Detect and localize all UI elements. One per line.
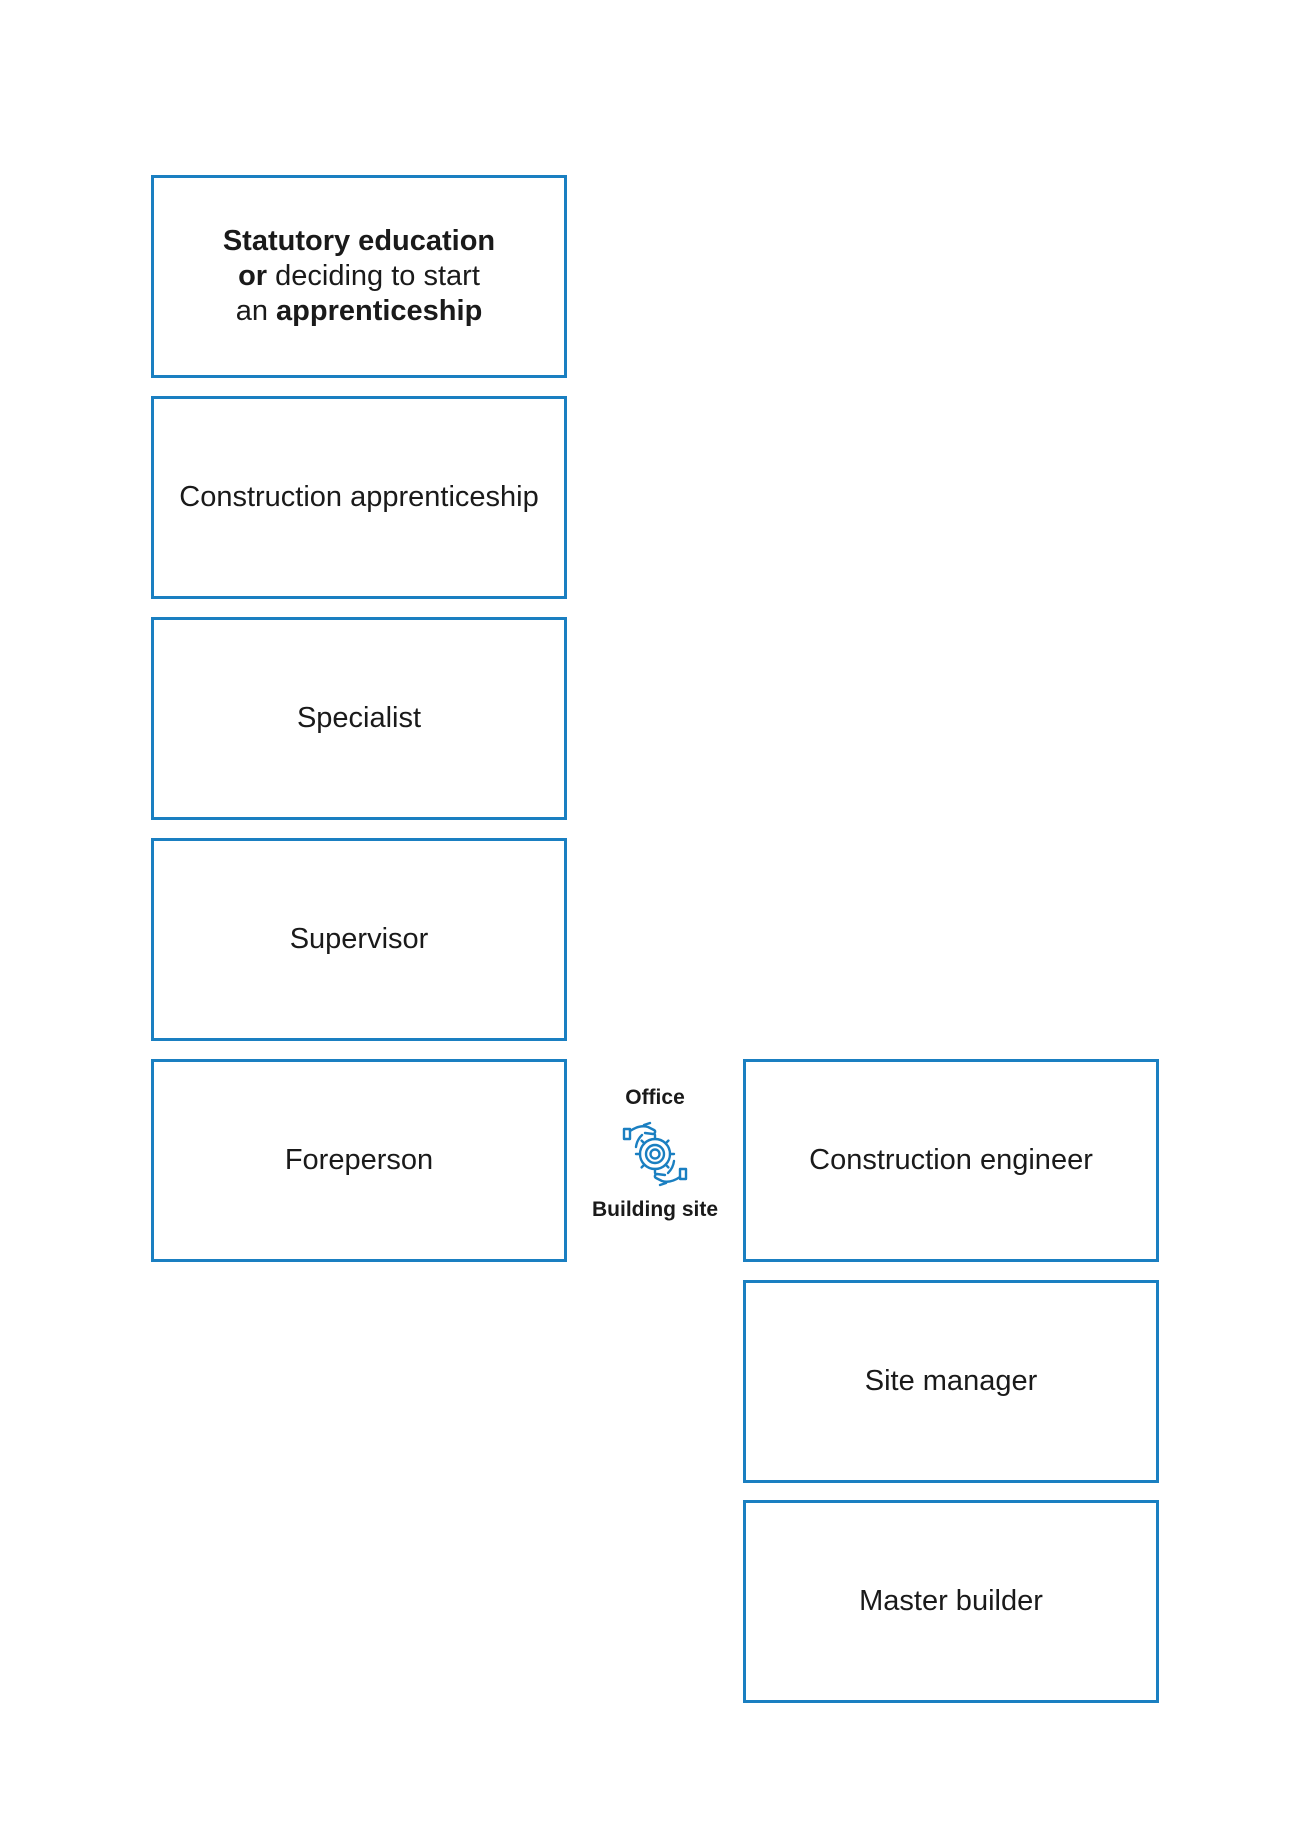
step-master-builder: Master builder (743, 1500, 1159, 1703)
start-line1: Statutory education (222, 225, 496, 257)
start-line3-bold: apprenticeship (276, 295, 483, 327)
step-label: Specialist (296, 702, 422, 734)
start-box-text: Statutory education or deciding to start… (215, 224, 503, 329)
office-label: Office (625, 1086, 685, 1109)
office-site-switch: Office Building site (580, 1085, 730, 1223)
step-label: Construction apprenticeship (179, 481, 539, 513)
step-specialist: Specialist (151, 617, 567, 820)
step-label: Construction engineer (809, 1144, 1093, 1176)
step-label: Master builder (859, 1585, 1043, 1617)
step-supervisor: Supervisor (151, 838, 567, 1041)
hands-gear-exchange-icon (622, 1121, 688, 1187)
step-construction-apprenticeship: Construction apprenticeship (151, 396, 567, 599)
step-foreperson: Foreperson (151, 1059, 567, 1262)
step-label: Site manager (864, 1365, 1038, 1397)
start-box: Statutory education or deciding to start… (151, 175, 567, 378)
start-line2-normal: deciding to start (267, 260, 480, 292)
step-construction-engineer: Construction engineer (743, 1059, 1159, 1262)
step-label: Supervisor (289, 923, 429, 955)
step-site-manager: Site manager (743, 1280, 1159, 1483)
building-site-label: Building site (592, 1198, 718, 1221)
start-line2-bold: or (238, 260, 268, 292)
start-line3-normal: an (235, 295, 277, 327)
step-label: Foreperson (284, 1144, 434, 1176)
